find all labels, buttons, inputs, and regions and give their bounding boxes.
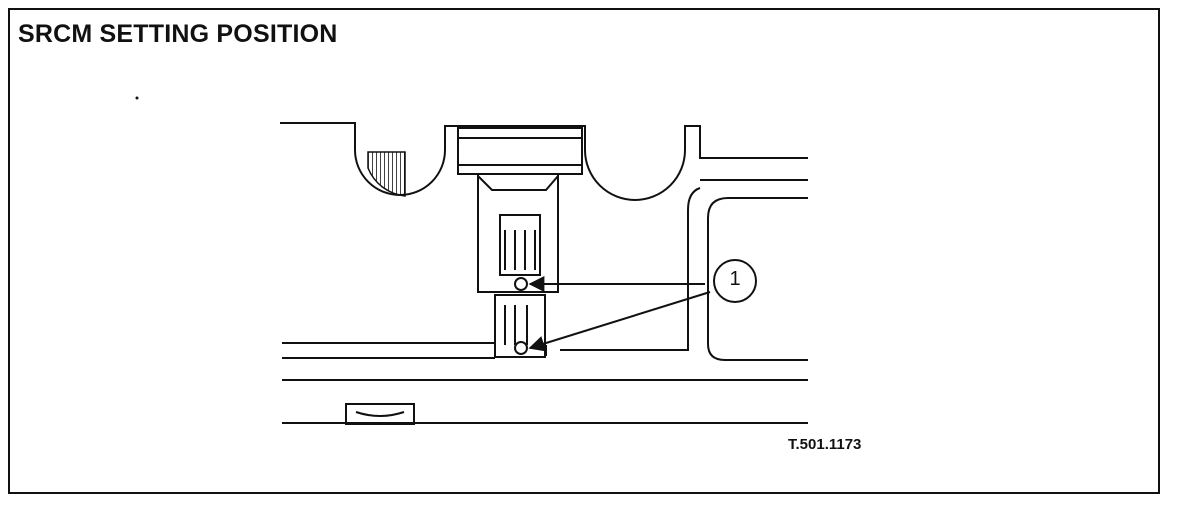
diagram-title: SRCM SETTING POSITION: [18, 20, 338, 48]
leader-line-lower: [528, 291, 711, 352]
figure-code: T.501.1173: [788, 436, 862, 453]
hatched-detail: [367, 151, 406, 197]
housing-outline: [280, 122, 808, 424]
upper-component: [477, 174, 559, 293]
bottom-bracket: [345, 403, 415, 425]
diagram-frame: [8, 8, 1160, 494]
setting-pin-upper: [514, 277, 528, 291]
lower-component: [494, 294, 546, 358]
stray-dot: [135, 96, 139, 100]
alignment-marks: [545, 276, 559, 356]
callout-circle: [713, 259, 757, 303]
callout-label: 1: [729, 268, 741, 290]
setting-pin-lower: [514, 341, 528, 355]
